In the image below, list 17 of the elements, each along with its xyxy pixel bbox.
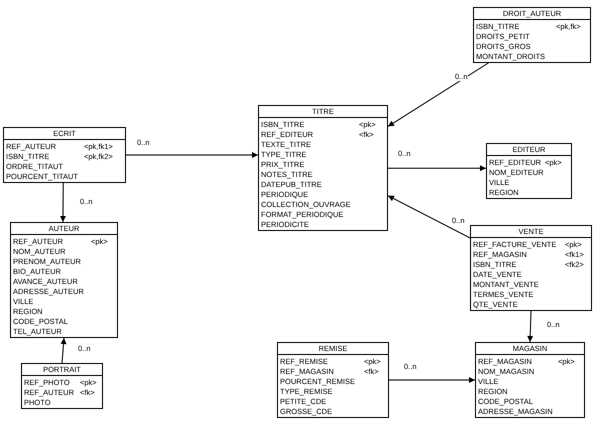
- relationship-arrow: [388, 377, 476, 383]
- relationship-arrow: [388, 195, 470, 238]
- entity-table: [486, 143, 572, 199]
- relationship-arrow: [126, 152, 258, 158]
- entity-table: [3, 127, 126, 183]
- entity-table: [21, 363, 103, 409]
- relationship-arrow: [388, 165, 486, 172]
- relationship-arrow: [388, 62, 489, 127]
- relationship-arrow: [527, 310, 534, 342]
- entity-table: [258, 105, 388, 231]
- entity-table: [475, 342, 585, 418]
- relationship-arrow: [60, 182, 66, 222]
- relationship-arrow: [60, 338, 66, 364]
- entity-table: [277, 342, 389, 418]
- entity-table: [10, 222, 118, 338]
- entity-table: [473, 7, 591, 63]
- entity-table: [470, 225, 592, 311]
